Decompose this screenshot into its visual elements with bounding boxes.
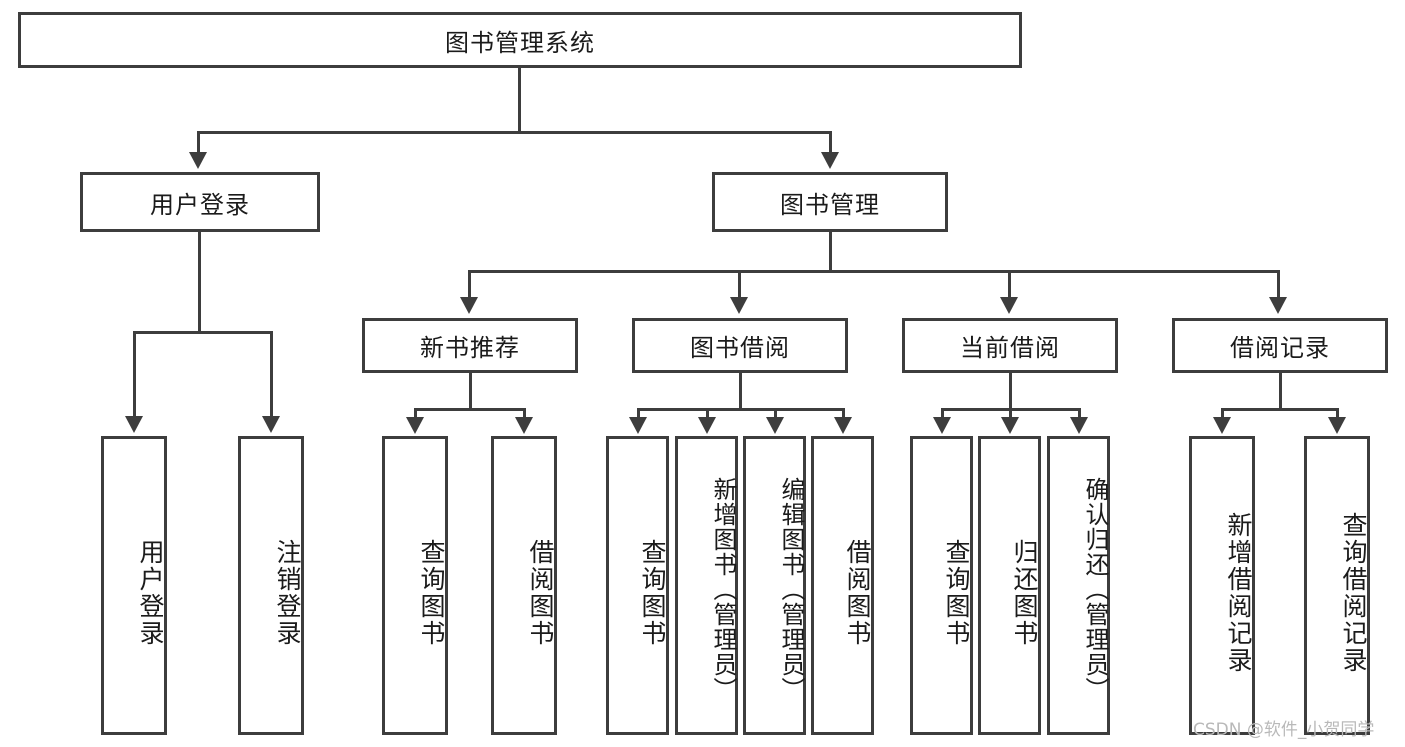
arrowhead-to-book-borrow (730, 297, 748, 314)
arrowhead-current-borrow-child-2 (1001, 417, 1019, 434)
arrowhead-to-borrow-record (1269, 297, 1287, 314)
arrowhead-user-login-child-2 (262, 416, 280, 433)
connector-book-borrow-stem (739, 373, 742, 411)
connector-borrow-record-child-1 (1221, 408, 1224, 420)
connector-to-book-management (829, 131, 832, 155)
connector-current-borrow-child-1 (941, 408, 944, 420)
node-book-borrow[interactable]: 图书借阅 (632, 318, 848, 373)
connector-user-login-bar (133, 331, 273, 334)
node-label: 图书管理系统 (445, 28, 595, 57)
arrowhead-borrow-record-child-1 (1213, 417, 1231, 434)
connector-book-borrow-child-2 (706, 408, 709, 420)
node-new-book-recommend[interactable]: 新书推荐 (362, 318, 578, 373)
node-user-login[interactable]: 用户登录 (80, 172, 320, 232)
arrowhead-book-borrow-child-3 (766, 417, 784, 434)
connector-book-borrow-child-1 (637, 408, 640, 420)
arrowhead-book-borrow-child-1 (629, 417, 647, 434)
connector-current-borrow-child-2 (1009, 408, 1012, 420)
leaf-new-book-query[interactable]: 查询图书 (382, 436, 448, 735)
connector-root-stem (518, 68, 521, 133)
arrowhead-to-book-management (821, 152, 839, 169)
arrowhead-new-book-child-1 (406, 417, 424, 434)
leaf-current-query-book[interactable]: 查询图书 (910, 436, 973, 735)
arrowhead-to-user-login (189, 152, 207, 169)
node-label: 用户登录 (136, 538, 165, 647)
connector-new-book-child-1 (414, 408, 417, 420)
node-label: 借阅图书 (526, 538, 555, 647)
connector-new-book-stem (469, 373, 472, 411)
connector-book-borrow-bar (637, 408, 845, 411)
connector-to-borrow-record (1277, 270, 1280, 300)
connector-root-bar (197, 131, 831, 134)
node-borrow-record[interactable]: 借阅记录 (1172, 318, 1388, 373)
connector-to-current-borrow (1008, 270, 1011, 300)
connector-user-login-stem (198, 232, 201, 333)
connector-book-management-stem (829, 232, 832, 272)
node-label: 用户登录 (150, 190, 250, 219)
connector-borrow-record-stem (1279, 373, 1282, 411)
node-current-borrow[interactable]: 当前借阅 (902, 318, 1118, 373)
node-label: 新书推荐 (420, 334, 520, 362)
node-label: 图书借阅 (690, 334, 790, 362)
arrowhead-new-book-child-2 (515, 417, 533, 434)
arrowhead-book-borrow-child-2 (698, 417, 716, 434)
watermark-text: CSDN @软件_小贺同学 (1193, 720, 1375, 740)
leaf-borrow-query-book[interactable]: 查询图书 (606, 436, 669, 735)
connector-to-user-login (197, 131, 200, 155)
arrowhead-book-borrow-child-4 (834, 417, 852, 434)
leaf-borrow-add-book-admin[interactable]: 新增图书（管理员） (675, 436, 738, 735)
node-label: 新增借阅记录 (1224, 511, 1253, 674)
node-label: 查询图书 (942, 538, 971, 647)
connector-borrow-record-bar (1221, 408, 1339, 411)
connector-to-book-borrow (738, 270, 741, 300)
connector-new-book-bar (414, 408, 526, 411)
connector-user-login-child-1 (133, 331, 136, 419)
leaf-current-return-book[interactable]: 归还图书 (978, 436, 1041, 735)
connector-current-borrow-stem (1009, 373, 1012, 411)
connector-borrow-record-child-2 (1336, 408, 1339, 420)
connector-book-borrow-child-3 (774, 408, 777, 420)
connector-user-login-child-2 (270, 331, 273, 419)
arrowhead-to-current-borrow (1000, 297, 1018, 314)
connector-new-book-child-2 (523, 408, 526, 420)
node-label: 归还图书 (1010, 538, 1039, 647)
arrowhead-borrow-record-child-2 (1328, 417, 1346, 434)
node-label: 查询图书 (417, 538, 446, 647)
leaf-borrow-edit-book-admin[interactable]: 编辑图书（管理员） (743, 436, 806, 735)
node-label: 确认归还（管理员） (1081, 477, 1109, 702)
node-label: 借阅图书 (843, 538, 872, 647)
node-book-management[interactable]: 图书管理 (712, 172, 948, 232)
node-label: 新增图书（管理员） (709, 477, 737, 702)
leaf-record-query-borrow-record[interactable]: 查询借阅记录 (1304, 436, 1370, 735)
node-label: 查询图书 (638, 538, 667, 647)
node-label: 注销登录 (273, 538, 302, 647)
arrowhead-current-borrow-child-3 (1070, 417, 1088, 434)
leaf-record-add-borrow-record[interactable]: 新增借阅记录 (1189, 436, 1255, 735)
connector-current-borrow-child-3 (1078, 408, 1081, 420)
leaf-user-logout[interactable]: 注销登录 (238, 436, 304, 735)
arrowhead-current-borrow-child-1 (933, 417, 951, 434)
connector-to-new-book (468, 270, 471, 300)
node-label: 借阅记录 (1230, 334, 1330, 362)
node-label: 查询借阅记录 (1339, 511, 1368, 674)
node-label: 编辑图书（管理员） (777, 477, 805, 702)
connector-book-borrow-child-4 (842, 408, 845, 420)
node-label: 图书管理 (780, 190, 880, 219)
node-root-book-management-system[interactable]: 图书管理系统 (18, 12, 1022, 68)
arrowhead-to-new-book (460, 297, 478, 314)
leaf-current-confirm-return-admin[interactable]: 确认归还（管理员） (1047, 436, 1110, 735)
node-label: 当前借阅 (960, 334, 1060, 362)
arrowhead-user-login-child-1 (125, 416, 143, 433)
leaf-borrow-borrow-book[interactable]: 借阅图书 (811, 436, 874, 735)
leaf-user-login[interactable]: 用户登录 (101, 436, 167, 735)
leaf-new-book-borrow[interactable]: 借阅图书 (491, 436, 557, 735)
connector-book-management-bar (468, 270, 1280, 273)
